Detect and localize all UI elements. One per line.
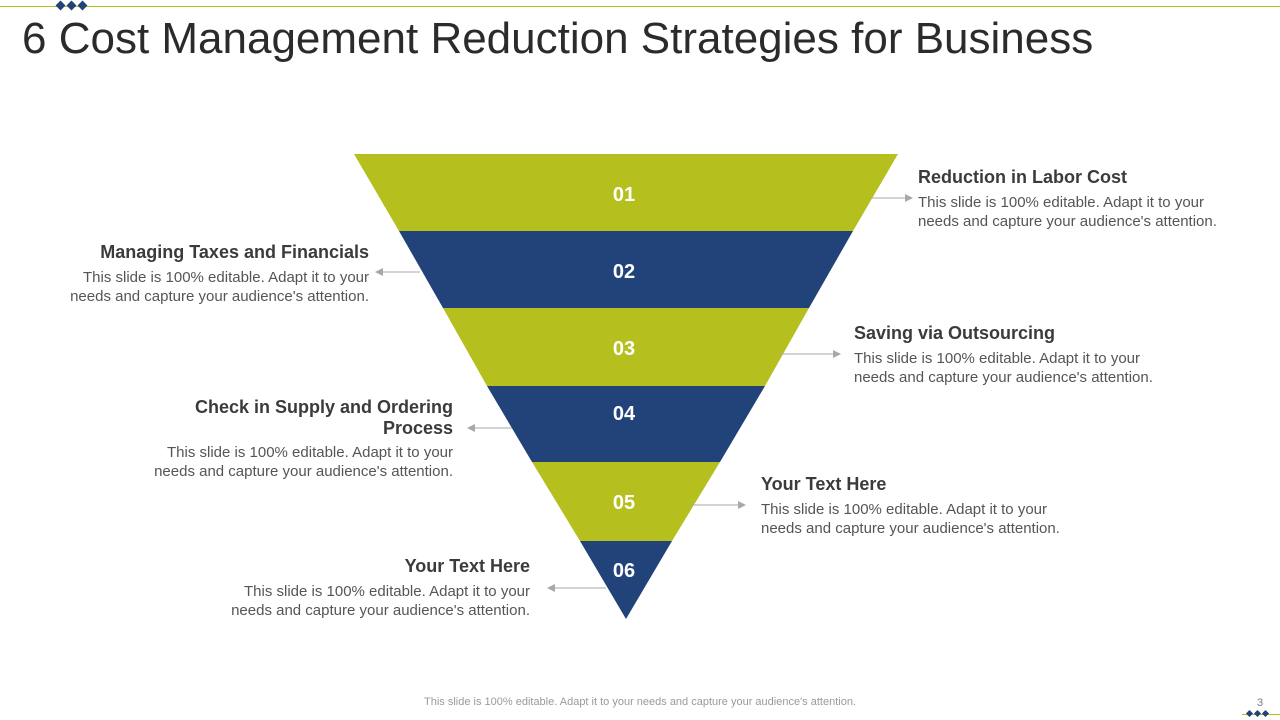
callout-6-text: This slide is 100% editable. Adapt it to… [231,582,530,619]
callout-4-heading: Check in Supply and Ordering Process [194,397,453,438]
callout-3: Saving via Outsourcing This slide is 100… [854,323,1184,387]
funnel-level-4-number: 04 [613,403,636,425]
diamond-icon [1261,709,1270,718]
funnel-level-6 [580,541,672,619]
callout-6: Your Text Here This slide is 100% editab… [200,556,530,620]
funnel-level-6-number: 06 [613,560,635,582]
callout-5-heading: Your Text Here [761,474,887,494]
callout-2-text: This slide is 100% editable. Adapt it to… [70,268,369,305]
callout-5: Your Text Here This slide is 100% editab… [761,474,1091,538]
callout-2: Managing Taxes and Financials This slide… [39,242,369,306]
diamond-icon [1245,709,1254,718]
callout-5-text: This slide is 100% editable. Adapt it to… [761,500,1060,537]
callout-3-heading: Saving via Outsourcing [854,323,1056,343]
callout-1-text: This slide is 100% editable. Adapt it to… [918,193,1217,230]
corner-diamond-ornament [1245,709,1270,718]
funnel-level-3-number: 03 [613,338,635,360]
funnel-level-5-number: 05 [613,492,635,514]
footer-note: This slide is 100% editable. Adapt it to… [424,696,856,708]
corner-accent-line [1242,714,1280,715]
callout-2-heading: Managing Taxes and Financials [100,242,369,262]
page-number: 3 [1257,697,1264,709]
callout-6-heading: Your Text Here [404,556,530,576]
callout-1-heading: Reduction in Labor Cost [918,167,1127,187]
callout-3-text: This slide is 100% editable. Adapt it to… [854,349,1153,386]
callout-1: Reduction in Labor Cost This slide is 10… [918,167,1248,231]
funnel-level-5 [532,462,720,541]
funnel-level-1 [354,154,898,231]
funnel-level-1-number: 01 [613,184,635,206]
callout-4-text: This slide is 100% editable. Adapt it to… [154,444,453,481]
funnel-level-2 [399,231,853,308]
funnel-level-4 [487,386,765,462]
slide-title: 6 Cost Management Reduction Strategies f… [22,14,1094,63]
funnel-level-3 [443,308,809,386]
diamond-icon [1253,709,1262,718]
top-accent-line [0,6,1280,7]
callout-4: Check in Supply and Ordering Process Thi… [123,397,453,481]
funnel-level-2-number: 02 [613,261,635,283]
